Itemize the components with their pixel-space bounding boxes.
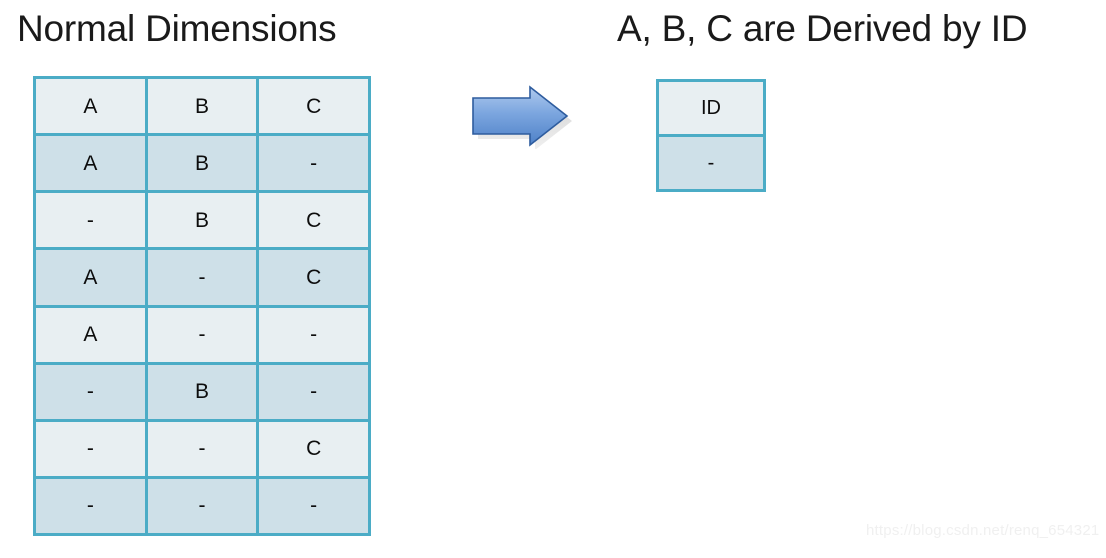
table-cell: - — [148, 421, 260, 476]
left-title: Normal Dimensions — [17, 8, 337, 49]
table-cell: - — [310, 151, 318, 175]
watermark-text: https://blog.csdn.net/renq_654321 — [866, 522, 1100, 539]
table-cell: - — [36, 193, 148, 248]
table-cell: - — [36, 364, 148, 419]
table-cell: ID — [701, 97, 721, 119]
table-cell: B — [148, 79, 260, 134]
table-cell: B — [148, 193, 260, 248]
table-cell: - — [310, 380, 318, 404]
right-arrow-icon — [472, 85, 572, 149]
table-cell: B — [148, 136, 260, 191]
table-row: -- C — [36, 421, 368, 479]
table-row: -B C — [36, 193, 368, 251]
table-cell: - — [148, 307, 260, 362]
table-row: --- — [36, 478, 368, 533]
table-cell: A — [36, 79, 148, 134]
table-cell: - — [148, 250, 260, 305]
table-row: - — [659, 137, 763, 189]
table-cell: - — [310, 494, 318, 518]
table-cell: A — [36, 307, 148, 362]
table-cell: - — [36, 421, 148, 476]
table-row: A-- — [36, 307, 368, 365]
table-cell: C — [306, 265, 322, 289]
table-cell: - — [148, 478, 260, 533]
table-cell: C — [306, 437, 322, 461]
table-cell: - — [36, 478, 148, 533]
derived-id-table: ID - — [656, 79, 766, 192]
table-cell: B — [148, 364, 260, 419]
table-cell: - — [310, 323, 318, 347]
table-cell: - — [707, 152, 715, 174]
table-row: A- C — [36, 250, 368, 308]
table-cell: A — [36, 250, 148, 305]
table-row: ID — [659, 82, 763, 137]
right-title: A, B, C are Derived by ID — [617, 8, 1028, 49]
table-cell: C — [306, 94, 322, 118]
table-row: -B- — [36, 364, 368, 422]
table-cell: A — [36, 136, 148, 191]
table-cell: C — [306, 208, 322, 232]
